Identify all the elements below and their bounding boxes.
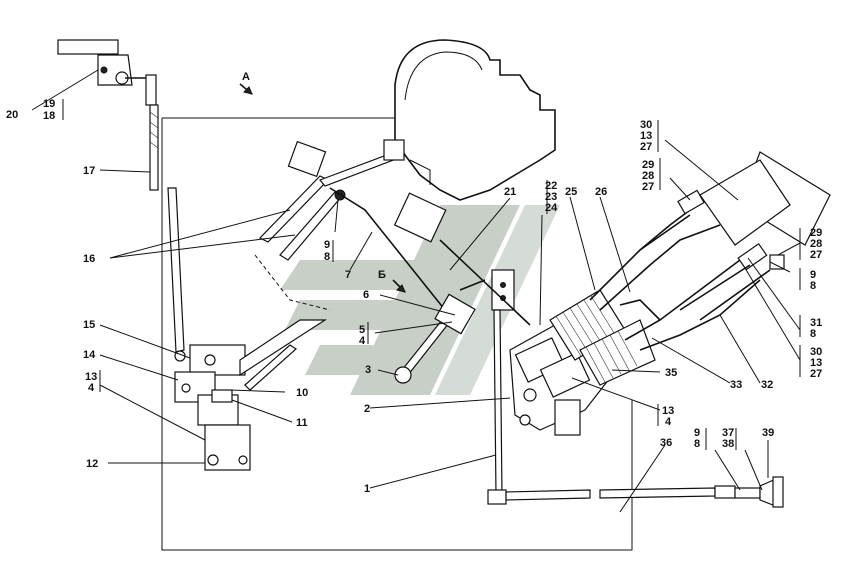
- label-33: 33: [730, 379, 742, 391]
- label-9-bottom: 9: [694, 427, 700, 439]
- label-38: 38: [722, 438, 734, 450]
- label-13-valve: 13: [662, 405, 674, 417]
- label-4-mid: 4: [359, 335, 366, 347]
- label-dividers: [62, 99, 801, 450]
- label-24: 24: [545, 202, 558, 214]
- label-8-bottom: 8: [694, 438, 700, 450]
- label-13-left: 13: [85, 371, 97, 383]
- control-rods: [487, 309, 784, 508]
- block-21: [393, 192, 531, 326]
- callout-labels: 20 19 18 А 17 16 15 14 13 4 12 10 11 9 8…: [6, 71, 822, 495]
- label-35: 35: [665, 367, 677, 379]
- upper-lever-assembly: [57, 39, 159, 191]
- label-21: 21: [504, 186, 516, 198]
- left-vertical-rod: [167, 187, 186, 362]
- label-view-b: Б: [378, 269, 386, 281]
- label-9-right: 9: [810, 269, 816, 281]
- label-13-lower: 13: [810, 357, 822, 369]
- label-26: 26: [595, 186, 607, 198]
- label-27-right: 27: [810, 249, 822, 261]
- label-6: 6: [363, 289, 369, 301]
- label-39: 39: [762, 427, 774, 439]
- label-23: 23: [545, 191, 557, 203]
- view-outline-dashed: [254, 254, 331, 311]
- label-28-right: 28: [810, 238, 822, 250]
- bellows-and-hoses: [549, 209, 761, 386]
- label-18: 18: [43, 110, 55, 122]
- label-27-lower: 27: [810, 368, 822, 380]
- label-17: 17: [83, 165, 95, 177]
- label-8-mid: 8: [324, 251, 330, 263]
- label-19: 19: [43, 98, 55, 110]
- label-10: 10: [296, 387, 308, 399]
- label-4-valve: 4: [665, 416, 672, 428]
- label-27-upper: 27: [642, 181, 654, 193]
- gearbox-housing: [394, 39, 556, 201]
- label-16: 16: [83, 253, 95, 265]
- label-30-top: 30: [640, 119, 652, 131]
- label-3: 3: [365, 364, 371, 376]
- label-15: 15: [83, 319, 95, 331]
- label-12: 12: [86, 458, 98, 470]
- gear-shift-lever: [394, 279, 486, 384]
- label-37: 37: [722, 427, 734, 439]
- leader-lines: [31, 69, 801, 513]
- label-2: 2: [364, 403, 370, 415]
- label-22: 22: [545, 180, 557, 192]
- label-13-top: 13: [640, 130, 652, 142]
- label-31: 31: [810, 317, 822, 329]
- label-28-upper: 28: [642, 170, 654, 182]
- label-5: 5: [359, 324, 365, 336]
- label-29-upper: 29: [642, 159, 654, 171]
- label-32: 32: [761, 379, 773, 391]
- label-8-lower: 8: [810, 328, 816, 340]
- label-29-right: 29: [810, 227, 822, 239]
- lower-left-linkage: [174, 319, 328, 471]
- pedal-levers-16: [258, 139, 446, 311]
- label-1: 1: [364, 483, 370, 495]
- label-25: 25: [565, 186, 577, 198]
- label-view-a: А: [242, 71, 250, 83]
- label-4-left: 4: [88, 382, 95, 394]
- label-9-mid: 9: [324, 239, 330, 251]
- label-8-right: 8: [810, 280, 816, 292]
- label-11: 11: [296, 417, 308, 429]
- air-cylinders: [639, 151, 831, 321]
- label-30-lower: 30: [810, 346, 822, 358]
- label-14: 14: [83, 349, 96, 361]
- label-20: 20: [6, 109, 18, 121]
- view-arrows: [239, 83, 406, 293]
- label-36: 36: [660, 437, 672, 449]
- label-27-top: 27: [640, 141, 652, 153]
- label-7: 7: [345, 269, 351, 281]
